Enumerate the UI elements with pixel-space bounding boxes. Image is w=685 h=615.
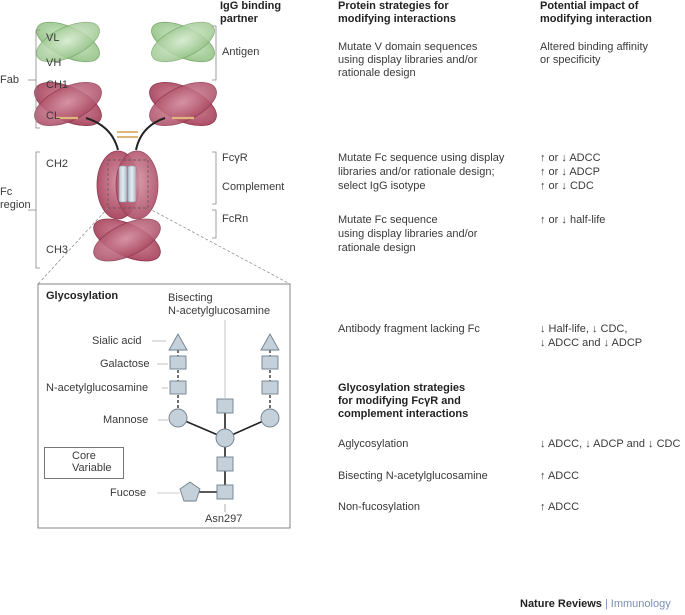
impact-fcgr-1: ↑ or ↓ ADCC — [540, 152, 601, 164]
right-fab-arm — [149, 21, 217, 127]
bisecting-label-1: Bisecting — [168, 292, 213, 304]
strategy-antigen-3: rationale design — [338, 67, 416, 79]
journal-section: Immunology — [610, 598, 671, 610]
asn297-label: Asn297 — [205, 513, 243, 525]
vl-label: VL — [46, 32, 60, 44]
strategy-fcrn-1: Mutate Fc sequence — [338, 214, 438, 226]
strategy-fcrn-2: using display libraries and/or — [338, 228, 478, 240]
right-brackets — [212, 25, 217, 239]
glyco-impact-nonfucosylation: ↑ ADCC — [540, 501, 580, 513]
journal-credit: Nature Reviews|Immunology — [520, 598, 671, 610]
partner-fcrn: FcRn — [222, 213, 249, 225]
strategy-antigen-2: using display libraries and/or — [338, 54, 478, 66]
glyco-header-3: complement interactions — [338, 408, 469, 420]
ch2-domains — [96, 150, 159, 220]
strategy-fcgr-1: Mutate Fc sequence using display — [338, 152, 505, 164]
mannose-label: Mannose — [103, 414, 149, 426]
ch3-label: CH3 — [46, 244, 69, 256]
legend-core-label: Core — [72, 450, 96, 462]
left-fab-arm — [34, 21, 102, 127]
partner-fcgr: FcγR — [222, 152, 248, 164]
ch2-label: CH2 — [46, 158, 69, 170]
bisecting-label-2: N-acetylglucosamine — [168, 305, 271, 317]
header-impact: Potential impact of modifying interactio… — [540, 0, 652, 25]
impact-fcgr-2: ↑ or ↓ ADCP — [540, 166, 600, 178]
core-glcnac-2 — [216, 484, 234, 500]
fucose-label: Fucose — [110, 487, 147, 499]
glycan-sugars — [168, 333, 280, 502]
impact-antigen-1: Altered binding affinity — [540, 41, 649, 53]
galactose-right — [261, 355, 279, 370]
fab-label: Fab — [0, 74, 19, 86]
partner-complement: Complement — [222, 181, 285, 193]
header-strategies: Protein strategies for modifying interac… — [338, 0, 456, 25]
partner-antigen: Antigen — [222, 46, 260, 58]
mannose-right — [260, 408, 280, 428]
sialic-acid-label: Sialic acid — [92, 335, 142, 347]
impact-fragment-2: ↓ ADCC and ↓ ADCP — [540, 337, 643, 349]
cl-label: CL — [46, 110, 61, 122]
legend-variable-label: Variable — [72, 462, 112, 474]
sialic-acid-left — [168, 333, 188, 351]
glyco-impact-bisecting: ↑ ADCC — [540, 470, 580, 482]
galactose-label: Galactose — [100, 358, 150, 370]
glyco-strategy-nonfucosylation: Non-fucosylation — [338, 501, 420, 513]
glycosylation-title: Glycosylation — [46, 290, 119, 302]
glyco-impact-aglycosylation: ↓ ADCC, ↓ ADCP and ↓ CDC — [540, 438, 681, 450]
glyco-header-1: Glycosylation strategies — [338, 382, 466, 394]
glcnac-left — [169, 380, 187, 395]
core-glcnac-1 — [216, 456, 234, 472]
fucose-sugar — [179, 481, 201, 502]
ch1-label: CH1 — [46, 79, 69, 91]
strategy-fcgr-3: select IgG isotype — [338, 180, 426, 192]
galactose-left — [169, 355, 187, 370]
glyco-header-2: for modifying FcγR and — [338, 395, 461, 407]
impact-fcgr-3: ↑ or ↓ CDC — [540, 180, 594, 192]
bisecting-glcnac — [216, 398, 234, 414]
journal-name: Nature Reviews — [520, 598, 602, 610]
left-brackets — [28, 29, 40, 269]
impact-antigen-2: or specificity — [540, 54, 601, 66]
glyco-strategy-bisecting: Bisecting N-acetylglucosamine — [338, 470, 488, 482]
glcnac-label: N-acetylglucosamine — [46, 382, 149, 394]
glycan-legend — [44, 447, 124, 479]
mannose-left — [168, 408, 188, 428]
impact-fcrn: ↑ or ↓ half-life — [540, 214, 606, 226]
vh-label: VH — [46, 57, 62, 69]
ch3-domains — [93, 218, 161, 262]
glcnac-right — [261, 380, 279, 395]
impact-fragment-1: ↓ Half-life, ↓ CDC, — [540, 323, 628, 335]
fc-region-label: Fc region — [0, 186, 31, 211]
hinge-region — [85, 117, 166, 151]
glyco-strategy-aglycosylation: Aglycosylation — [338, 438, 409, 450]
mannose-core — [215, 428, 235, 448]
sialic-acid-right — [260, 333, 280, 351]
strategy-antigen-1: Mutate V domain sequences — [338, 41, 478, 53]
strategy-fragment: Antibody fragment lacking Fc — [338, 323, 480, 335]
glycosylation-panel — [37, 283, 291, 529]
header-partner: IgG binding partner — [220, 0, 282, 25]
strategy-fcrn-3: rationale design — [338, 242, 416, 254]
strategy-fcgr-2: libraries and/or rationale design; — [338, 166, 495, 178]
glycan-variable-lines — [177, 342, 271, 418]
